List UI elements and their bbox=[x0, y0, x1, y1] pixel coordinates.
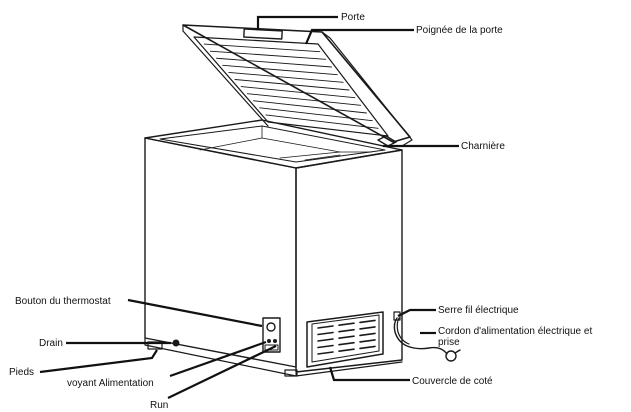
leader-couvercle bbox=[328, 366, 410, 382]
leader-voyant bbox=[169, 340, 267, 378]
label-thermostat: Bouton du thermostat bbox=[15, 296, 111, 307]
leader-lines bbox=[39, 15, 459, 399]
hinge bbox=[377, 135, 397, 147]
gasket-rib bbox=[246, 93, 362, 106]
thermostat-knob bbox=[266, 322, 276, 332]
label-pieds: Pieds bbox=[9, 367, 34, 378]
gasket-rib bbox=[259, 107, 373, 122]
run-led bbox=[273, 339, 277, 343]
gasket-rib bbox=[253, 100, 367, 114]
power-led bbox=[267, 339, 271, 343]
inner-rim bbox=[159, 125, 386, 163]
vent-slot bbox=[359, 326, 376, 330]
gasket-rib bbox=[216, 57, 332, 68]
vent-slot bbox=[338, 341, 355, 346]
front-panel bbox=[144, 137, 297, 368]
vent-slot bbox=[317, 344, 334, 349]
label-drain: Drain bbox=[39, 338, 63, 349]
cord-line bbox=[393, 317, 448, 355]
vent-slot bbox=[317, 325, 334, 329]
lid-inner-panel bbox=[193, 36, 389, 137]
leader-serre-fil bbox=[397, 308, 436, 317]
gasket-rib bbox=[222, 64, 338, 76]
gasket-rib bbox=[209, 50, 327, 60]
leader-pieds bbox=[39, 349, 158, 374]
leader-run bbox=[167, 345, 277, 399]
freezer-lid bbox=[182, 24, 413, 147]
vent-slot bbox=[338, 328, 355, 333]
label-porte: Porte bbox=[341, 12, 365, 23]
vent-slot bbox=[317, 338, 334, 342]
right-foot bbox=[284, 369, 298, 377]
drain-plug bbox=[172, 339, 180, 347]
side-cover bbox=[306, 311, 384, 368]
vent-slot bbox=[359, 345, 376, 350]
vent-slot bbox=[338, 322, 355, 327]
leader-porte bbox=[256, 15, 338, 30]
gasket-rib bbox=[234, 79, 350, 91]
top-rim bbox=[144, 119, 403, 169]
base-plinth bbox=[144, 337, 403, 377]
labels: Porte Poignée de la porte Charnière Bout… bbox=[9, 12, 592, 411]
control-panel bbox=[262, 317, 281, 353]
label-cordon: Cordon d'alimentation électrique et bbox=[438, 326, 592, 337]
leader-poignee bbox=[304, 28, 414, 45]
lid-gasket-ribs bbox=[203, 43, 379, 129]
vent-slot bbox=[317, 331, 334, 336]
vent-slot bbox=[338, 335, 355, 340]
gasket-rib bbox=[203, 43, 321, 53]
label-charniere: Charnière bbox=[461, 141, 505, 152]
gasket-rib bbox=[265, 114, 379, 129]
label-cordon-2: prise bbox=[438, 337, 460, 348]
plug bbox=[445, 350, 457, 362]
vent-slot bbox=[317, 351, 334, 355]
vent-slot bbox=[359, 319, 376, 324]
vent-slots bbox=[317, 319, 376, 355]
vent-slot bbox=[359, 332, 376, 337]
vent-slot bbox=[338, 348, 355, 353]
vent-slot bbox=[359, 339, 376, 343]
side-cover-frame bbox=[306, 311, 384, 368]
label-couvercle: Couvercle de coté bbox=[412, 376, 493, 387]
freezer-body bbox=[144, 119, 403, 377]
door-handle bbox=[243, 28, 283, 40]
label-poignee: Poignée de la porte bbox=[416, 25, 503, 36]
label-run: Run bbox=[150, 400, 168, 411]
gasket-rib bbox=[228, 71, 344, 83]
control-plate bbox=[262, 317, 281, 353]
label-serre-fil: Serre fil électrique bbox=[438, 305, 519, 316]
label-voyant: voyant Alimentation bbox=[67, 378, 154, 389]
gasket-rib bbox=[240, 86, 356, 99]
leader-thermostat bbox=[127, 298, 263, 328]
